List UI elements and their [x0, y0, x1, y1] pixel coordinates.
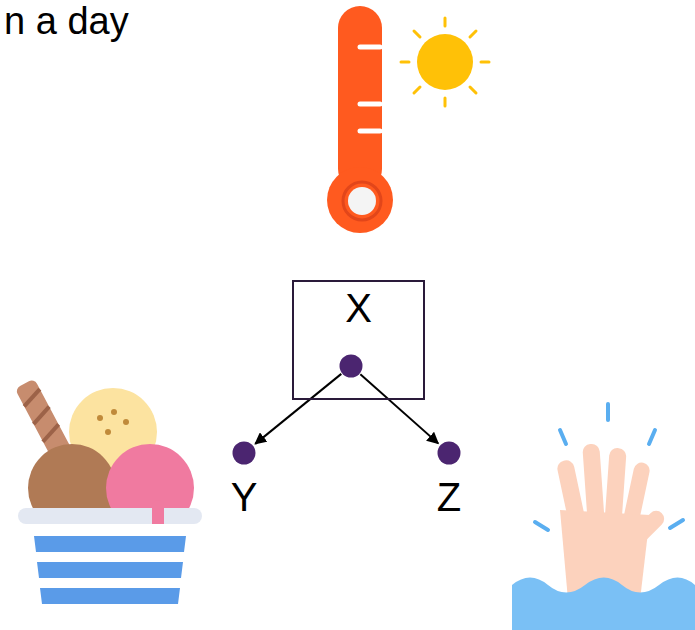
causal-arrow [255, 374, 341, 444]
variable-label: Y [219, 477, 269, 517]
variable-label: Z [424, 477, 474, 517]
title-fragment: n a day [4, 2, 129, 40]
ice-cream-icon [15, 378, 202, 604]
node-dot [232, 441, 256, 465]
node-dot [340, 355, 363, 378]
variable-node: Z [424, 441, 474, 517]
causal-arrow [360, 374, 438, 443]
sun-icon [401, 18, 489, 106]
variable-label: X [294, 288, 423, 328]
node-dot [437, 441, 461, 465]
node-dot [438, 442, 461, 465]
variable-node: Y [219, 441, 269, 517]
node-dot [339, 354, 363, 378]
thermometer-icon [327, 6, 393, 233]
node-dot [233, 442, 256, 465]
variable-box: X [292, 280, 425, 400]
drowning-hand-icon [512, 404, 695, 630]
